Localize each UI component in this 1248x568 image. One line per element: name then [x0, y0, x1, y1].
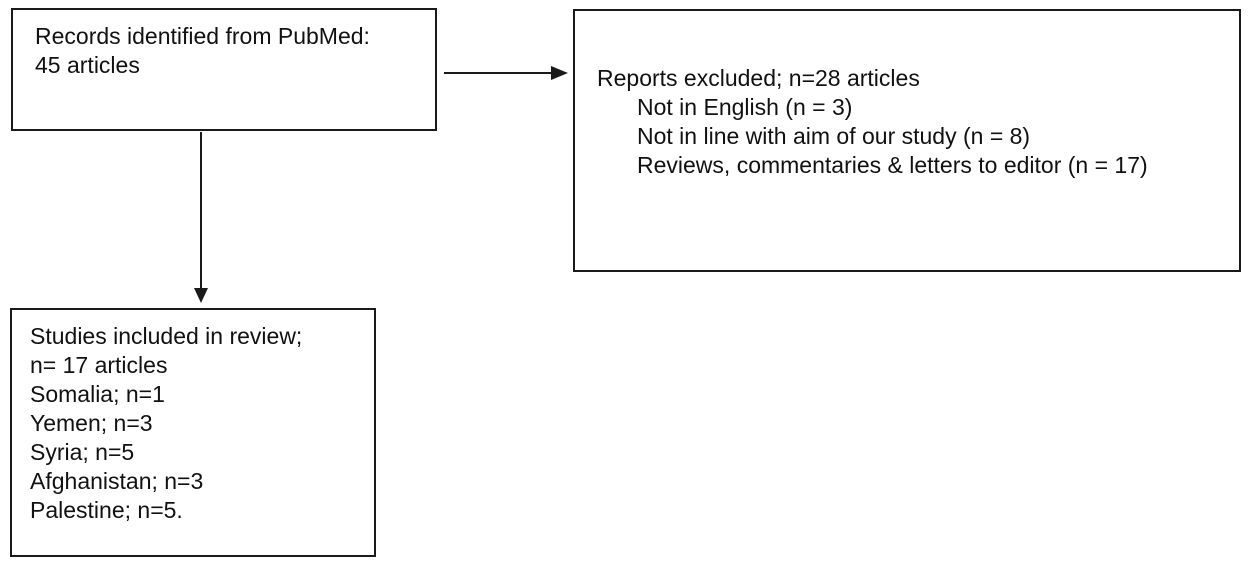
- records-box-line-source: Records identified from PubMed:: [35, 23, 370, 49]
- included-country-yemen: Yemen; n=3: [30, 410, 153, 436]
- reports-excluded-box: Reports excluded; n=28 articles Not in E…: [573, 9, 1241, 272]
- records-identified-box: Records identified from PubMed: 45 artic…: [11, 8, 437, 131]
- included-country-afghanistan: Afghanistan; n=3: [30, 468, 204, 494]
- records-box-line-count: 45 articles: [35, 52, 140, 78]
- included-count: n= 17 articles: [30, 352, 168, 378]
- included-country-syria: Syria; n=5: [30, 439, 135, 465]
- arrow-right-to-excluded: [444, 66, 568, 80]
- excluded-reason-not-in-line-with-aim: Not in line with aim of our study (n = 8…: [637, 123, 1031, 149]
- included-country-somalia: Somalia; n=1: [30, 381, 165, 407]
- excluded-reason-reviews-commentaries: Reviews, commentaries & letters to edito…: [637, 152, 1148, 178]
- excluded-heading: Reports excluded; n=28 articles: [597, 65, 920, 91]
- included-country-palestine: Palestine; n=5.: [30, 497, 183, 523]
- studies-included-box: Studies included in review; n= 17 articl…: [10, 308, 376, 557]
- included-heading: Studies included in review;: [30, 323, 303, 349]
- excluded-reason-not-english: Not in English (n = 3): [637, 94, 853, 120]
- arrow-down-head: [194, 288, 208, 303]
- arrow-down-to-included: [194, 132, 208, 303]
- arrow-right-head: [551, 66, 568, 80]
